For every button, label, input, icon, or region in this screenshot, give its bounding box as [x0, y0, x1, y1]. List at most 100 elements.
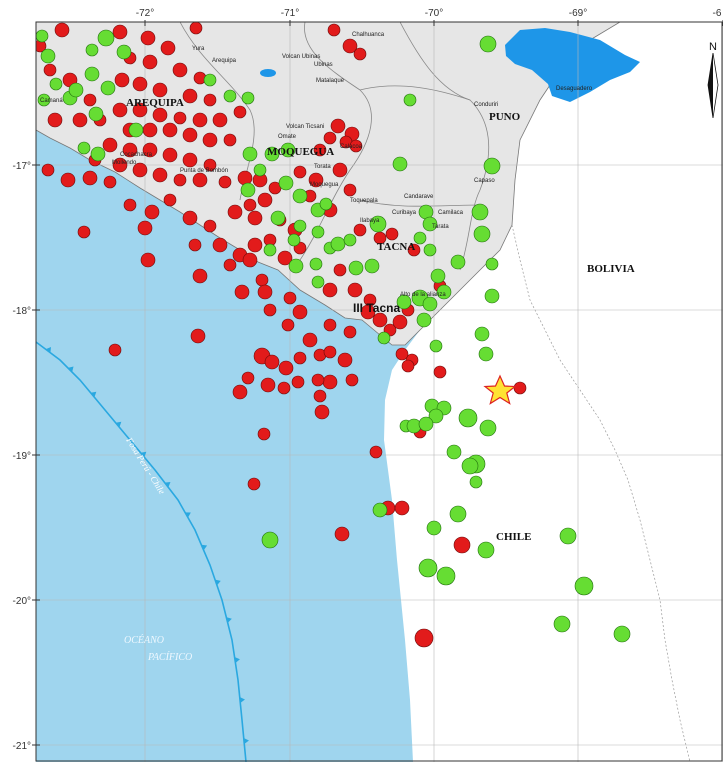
event-green-marker: [40, 48, 56, 64]
event-red-marker: [257, 427, 271, 441]
event-red-marker: [322, 282, 338, 298]
trench-tooth: [243, 738, 249, 744]
event-red-marker: [192, 112, 208, 128]
peru-chile-trench: [36, 341, 249, 762]
event-green-marker: [458, 408, 478, 428]
event-red-marker: [407, 243, 421, 257]
event-green-marker: [559, 527, 577, 545]
event-green-marker: [483, 157, 501, 175]
event-red-marker: [433, 365, 447, 379]
event-red-marker: [223, 258, 237, 272]
event-green-marker: [484, 288, 500, 304]
event-red-marker: [277, 250, 293, 266]
city-label: Torata: [314, 164, 331, 170]
event-red-marker: [203, 93, 217, 107]
event-red-marker: [308, 172, 324, 188]
event-green-marker: [553, 615, 571, 633]
event-green-marker: [429, 339, 443, 353]
event-red-marker: [264, 354, 280, 370]
event-red-marker: [342, 38, 358, 54]
event-red-marker: [202, 132, 218, 148]
event-red-marker: [234, 284, 250, 300]
trench-tooth: [140, 451, 147, 458]
city-label: Punta de Bombón: [180, 168, 228, 174]
longitude-tick-label: -70°: [425, 8, 443, 19]
event-red-marker: [140, 30, 156, 46]
event-red-marker: [243, 198, 257, 212]
event-red-marker: [233, 105, 247, 119]
event-red-marker: [77, 225, 91, 239]
event-red-marker: [257, 284, 273, 300]
event-red-marker: [247, 210, 263, 226]
event-red-marker: [203, 219, 217, 233]
event-red-marker: [140, 252, 156, 268]
event-red-marker: [353, 47, 367, 61]
event-red-marker: [173, 173, 187, 187]
event-red-marker: [247, 477, 261, 491]
top-frame: [0, 0, 723, 22]
event-red-marker: [343, 183, 357, 197]
event-red-marker: [160, 40, 176, 56]
event-green-marker: [479, 35, 497, 53]
latitude-tick-label: -19°: [13, 451, 31, 462]
region-label-puno: PUNO: [489, 111, 521, 123]
event-green-marker: [449, 505, 467, 523]
event-green-marker: [428, 408, 444, 424]
event-red-marker: [395, 347, 409, 361]
event-green-marker: [270, 210, 286, 226]
trench-tooth: [67, 366, 74, 373]
event-green-marker: [330, 236, 346, 252]
event-red-marker: [41, 163, 55, 177]
event-red-marker: [182, 210, 198, 226]
event-green-marker: [416, 312, 432, 328]
event-red-marker: [122, 142, 138, 158]
event-red-marker: [108, 343, 122, 357]
land-peru: [36, 22, 621, 346]
longitude-ticks: -72°-71°-70°-69°-6: [136, 8, 723, 26]
event-green-marker: [430, 268, 446, 284]
city-label: Volcan Ticsani: [286, 124, 324, 130]
city-label: Ilabaya: [360, 218, 380, 224]
map-border: [35, 21, 723, 762]
country-label-bolivia: BOLIVIA: [587, 263, 635, 275]
event-green-marker: [288, 258, 304, 274]
event-green-marker: [100, 80, 116, 96]
event-green-marker: [242, 146, 258, 162]
event-green-marker: [348, 260, 364, 276]
event-red-marker: [293, 165, 307, 179]
event-red-marker: [263, 303, 277, 317]
land-chile-bolivia: [384, 22, 723, 762]
event-red-marker: [192, 172, 208, 188]
event-green-marker: [364, 258, 380, 274]
city-label: Volcan Ubinas: [282, 54, 320, 60]
longitude-tick-label: -72°: [136, 8, 154, 19]
city-label: Candarave: [404, 194, 434, 200]
event-red-marker: [313, 389, 327, 403]
country-label-chile: CHILE: [496, 531, 531, 543]
region-label-moquegua: MOQUEGUA: [267, 146, 334, 158]
event-green-marker: [343, 233, 357, 247]
event-red-marker: [392, 314, 408, 330]
event-green-marker: [450, 254, 466, 270]
region-label-tacna: TACNA: [377, 241, 415, 253]
trench-tooth: [201, 544, 208, 551]
city-label: Moquegua: [310, 182, 339, 188]
event-green-marker: [473, 225, 491, 243]
city-label: Camaná: [40, 98, 63, 104]
event-green-marker: [68, 82, 84, 98]
event-green-marker: [263, 243, 277, 257]
event-green-marker: [278, 175, 294, 191]
latitude-tick-label: -21°: [13, 741, 31, 752]
event-red-marker: [142, 142, 158, 158]
event-red-marker: [162, 122, 178, 138]
event-green-marker: [469, 475, 483, 489]
event-green-marker: [37, 93, 51, 107]
event-red-marker: [54, 22, 70, 38]
event-green-marker: [477, 541, 495, 559]
event-green-marker: [49, 77, 63, 91]
event-red-marker: [182, 127, 198, 143]
event-green-marker: [485, 257, 499, 271]
city-label: Matalaque: [316, 78, 345, 84]
city-label: Cocachacra: [120, 152, 153, 158]
event-red-marker: [172, 62, 188, 78]
